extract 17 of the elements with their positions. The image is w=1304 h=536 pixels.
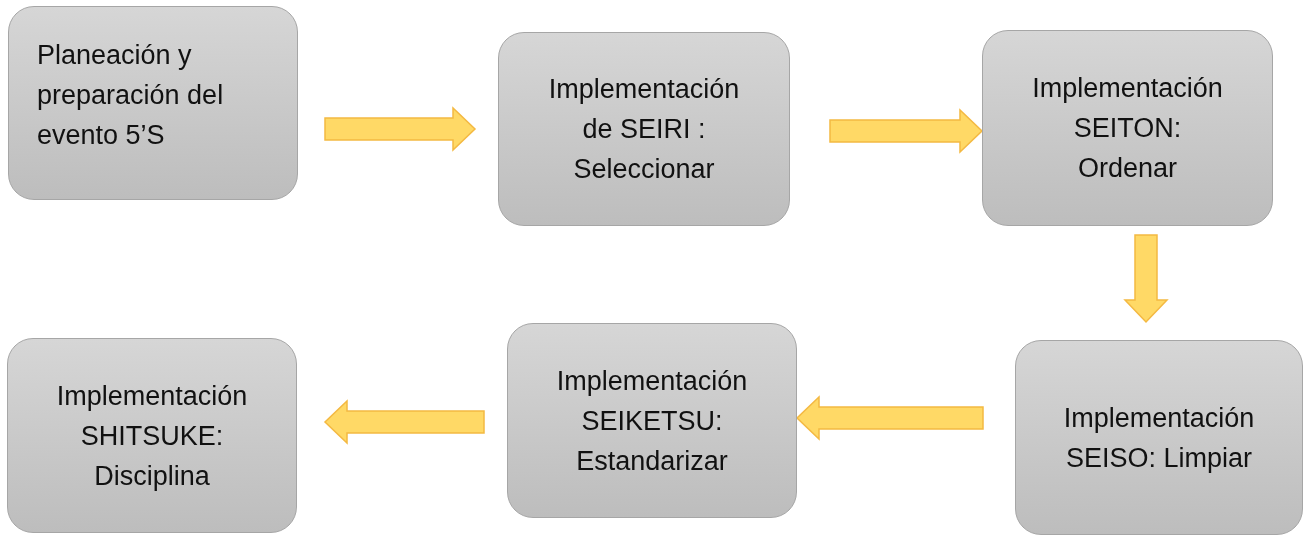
process-box	[1015, 340, 1303, 535]
block-arrow	[323, 399, 485, 445]
box-label: Planeación y preparación del evento 5’S	[37, 39, 225, 152]
process-box	[8, 6, 298, 200]
box-label: Implementación SHITSUKE: Disciplina	[55, 379, 249, 493]
box-label: Implementación SEISO: Limpiar	[1062, 401, 1256, 475]
block-arrow	[829, 108, 984, 154]
process-box	[7, 338, 297, 533]
box-label: Implementación SEIKETSU: Estandarizar	[555, 364, 749, 478]
process-box	[982, 30, 1273, 226]
box-label: Implementación de SEIRI : Seleccionar	[547, 73, 741, 186]
block-arrow	[1123, 234, 1169, 324]
process-box	[507, 323, 797, 518]
box-label: Implementación SEITON: Ordenar	[1031, 72, 1224, 185]
process-box	[498, 32, 790, 226]
block-arrow	[324, 106, 477, 152]
block-arrow	[795, 395, 984, 441]
